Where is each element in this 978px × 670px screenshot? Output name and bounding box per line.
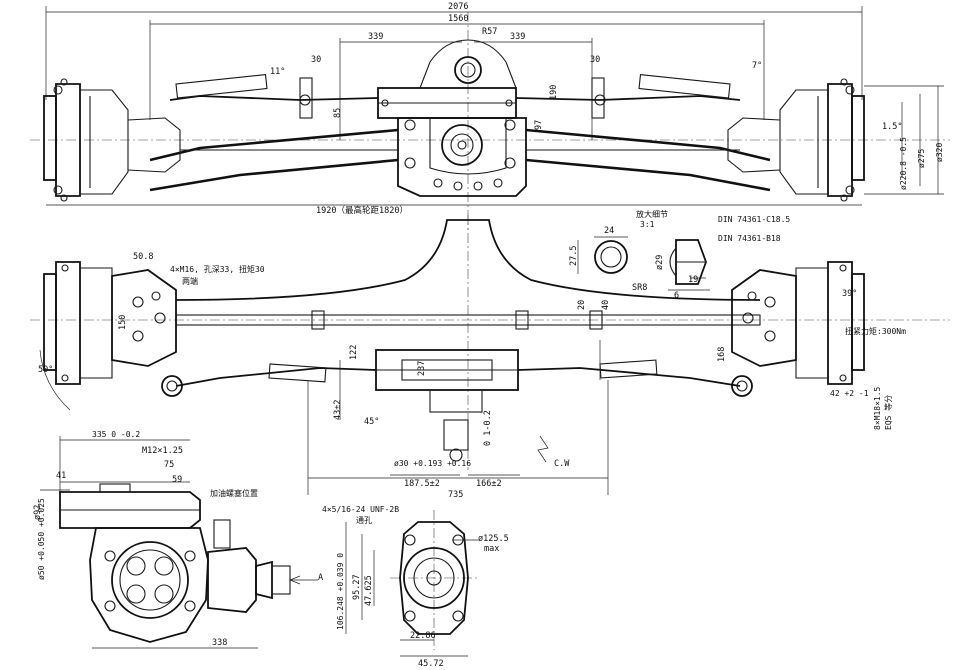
dim-42: 42 +2 -1	[830, 389, 869, 398]
din-b18: DIN 74361-B18	[718, 234, 781, 243]
detail-dim-6: 6	[674, 291, 679, 301]
dim-92: ø92	[33, 505, 43, 520]
label-fill-plug: 加油螺塞位置	[210, 488, 258, 498]
dim-kingpin-span: 1560	[448, 14, 468, 24]
dim-m12: M12×1.25	[142, 446, 183, 456]
dim-radius: R57	[482, 27, 497, 37]
detail-dim-24: 24	[604, 226, 614, 236]
plan-view: 50.8 4×M16, 孔深33, 扭矩30 两端 150 50° 39° 20…	[30, 215, 950, 500]
dim-height-190: 190	[549, 85, 559, 100]
top-view: 2076 1560 339 339 R57 30 30 11° 7° 85 19…	[30, 2, 950, 230]
dim-offset-right: 339	[510, 32, 525, 42]
detail-sr8: SR8	[632, 283, 647, 293]
dim-offset-left: 339	[368, 32, 383, 42]
left-hub-top	[43, 78, 181, 202]
dim-125: ø125.5	[478, 534, 509, 544]
dim-arm-right: 30	[590, 55, 600, 65]
bolt-note: 4×M16, 孔深33, 扭矩30	[170, 264, 265, 274]
view-a-marker: A	[318, 573, 323, 583]
dim-237: 237	[417, 361, 427, 376]
dim-0-1: 0 1-0.2	[483, 410, 493, 446]
torque-note: 扭紧力矩:300Nm	[845, 326, 906, 336]
dim-150: 150	[118, 315, 128, 330]
dim-height-85: 85	[333, 108, 343, 118]
eqs-note: EQS 等分	[883, 395, 893, 430]
dim-50: ø50 +0.050 +0.025	[37, 498, 46, 580]
dim-dia-275: ø275	[917, 149, 926, 168]
dim-43: 43±2	[333, 400, 343, 420]
dim-41: 41	[56, 471, 66, 481]
dim-168: 168	[717, 347, 727, 362]
dim-angle-39: 39°	[842, 289, 857, 299]
dim-angle-left: 11°	[270, 67, 285, 77]
bolt-note-ends: 两端	[182, 276, 198, 286]
detail-dim-19: 19	[688, 275, 698, 285]
flange-view: 4×5/16-24 UNF-2B 通孔 ø125.5 max 106.248 +…	[322, 505, 509, 669]
dim-dia-220: ø220.8 -0.5	[899, 137, 908, 190]
din-c18: DIN 74361-C18.5	[718, 215, 790, 224]
dim-338: 338	[212, 638, 227, 648]
dim-106: 106.248 +0.039 0	[336, 553, 345, 630]
rotation-cw: C.W	[554, 459, 570, 469]
dim-122: 122	[349, 345, 359, 360]
detail-view: 放大细节 3:1 DIN 74361-C18.5 DIN 74361-B18 2…	[569, 209, 790, 301]
dim-angle-45: 45°	[364, 417, 379, 427]
dim-22: 22.86	[410, 631, 436, 641]
right-hub-top	[727, 78, 865, 202]
detail-scale: 3:1	[640, 220, 655, 229]
dim-shaft-dia: ø30 +0.193 +0.16	[394, 459, 471, 468]
dim-40: 40	[601, 300, 611, 310]
dim-height-97: 97	[534, 120, 544, 130]
dim-47: 47.625	[364, 575, 374, 606]
detail-title: 放大细节	[636, 209, 668, 219]
right-hub-plan	[731, 261, 865, 385]
dim-arm-left: 30	[311, 55, 321, 65]
dim-335: 335 0 -0.2	[92, 430, 140, 439]
dim-dia-320: ø320	[935, 143, 944, 162]
detail-dim-29: ø29	[655, 255, 665, 270]
dim-735: 735	[448, 490, 463, 500]
dim-track: 1920（最高轮距1820）	[316, 205, 408, 216]
detail-dim-27: 27.5	[569, 246, 579, 266]
left-hub-plan	[39, 261, 177, 411]
dim-45: 45.72	[418, 659, 444, 669]
dim-166: 166±2	[476, 479, 502, 489]
dim-max: max	[484, 544, 499, 554]
dim-angle-right: 7°	[752, 61, 762, 71]
dim-angle-50: 50°	[38, 365, 53, 375]
dim-camber: 1.5°	[882, 122, 902, 132]
dim-overall-width: 2076	[448, 2, 468, 12]
dim-187: 187.5±2	[404, 479, 440, 489]
dim-20: 20	[577, 300, 587, 310]
note-through-hole: 通孔	[356, 515, 372, 525]
thread-spec: 8×M18×1.5	[873, 386, 882, 430]
dim-50-8: 50.8	[133, 252, 153, 262]
note-bolts: 4×5/16-24 UNF-2B	[322, 505, 399, 514]
dim-75: 75	[164, 460, 174, 470]
dim-59: 59	[172, 475, 182, 485]
side-view: 335 0 -0.2 M12×1.25 75 41 59 加油螺塞位置 ø92 …	[33, 430, 323, 649]
dim-95: 95.27	[352, 574, 362, 600]
